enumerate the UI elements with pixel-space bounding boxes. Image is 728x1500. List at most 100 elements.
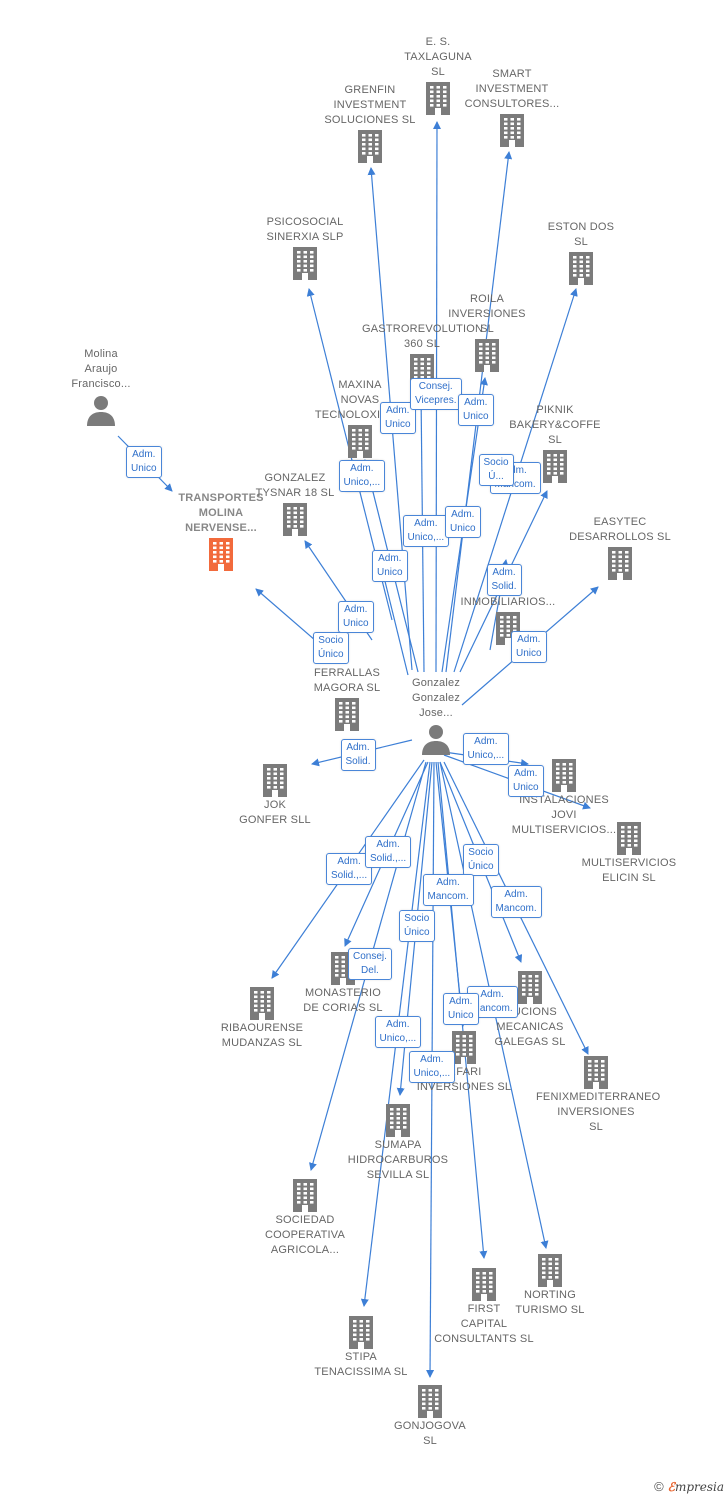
edge-label-jovi[interactable]: Adm. Unico,... bbox=[462, 733, 510, 765]
node-smart[interactable]: SMART INVESTMENT CONSULTORES... bbox=[452, 67, 572, 148]
node-jok[interactable]: JOK GONFER SLL bbox=[215, 762, 335, 828]
node-piknik[interactable]: PIKNIK BAKERY&COFFE SL bbox=[495, 403, 615, 484]
node-label: FERRALLAS MAGORA SL bbox=[313, 667, 381, 694]
empresia-credit[interactable]: ©ℰmpresia bbox=[654, 1479, 724, 1494]
node-label: ...FARI INVERSIONES SL bbox=[416, 1066, 512, 1093]
building-icon bbox=[345, 1314, 377, 1350]
edge-label-first[interactable]: Adm. Unico bbox=[443, 993, 479, 1025]
building-icon bbox=[279, 501, 311, 537]
node-label: SOCIEDAD COOPERATIVA AGRICOLA... bbox=[264, 1214, 346, 1256]
node-gonzalez[interactable]: Gonzalez Gonzalez Jose... bbox=[376, 676, 496, 757]
edge-label-fari[interactable]: Adm. Mancom. bbox=[422, 874, 474, 906]
node-label: ESTON DOS SL bbox=[547, 221, 615, 248]
node-psicosocial[interactable]: PSICOSOCIAL SINERXIA SLP bbox=[245, 215, 365, 281]
node-label: GRENFIN INVESTMENT SOLUCIONES SL bbox=[324, 84, 416, 126]
edge-label-piknik[interactable]: Adm. Unico bbox=[445, 506, 481, 538]
edge-label-smart[interactable]: Adm. Unico bbox=[458, 394, 494, 426]
node-tysnar[interactable]: GONZALEZ TYSNAR 18 SL bbox=[235, 471, 355, 537]
node-label: STIPA TENACISSIMA SL bbox=[314, 1351, 408, 1378]
empresia-logo-mark: ℰ bbox=[667, 1480, 675, 1494]
building-icon bbox=[471, 337, 503, 373]
edge-label-transportes[interactable]: Socio Único bbox=[313, 632, 349, 664]
node-easytec[interactable]: EASYTEC DESARROLLOS SL bbox=[560, 515, 680, 581]
edge-label-mecanicas[interactable]: Socio Único bbox=[463, 844, 499, 876]
edge-label-sociedad[interactable]: Consej. Del. bbox=[348, 948, 392, 980]
edge-label-tysnar[interactable]: Adm. Unico bbox=[338, 601, 374, 633]
node-transportes[interactable]: TRANSPORTES MOLINA NERVENSE... bbox=[161, 491, 281, 572]
node-norting[interactable]: NORTING TURISMO SL bbox=[490, 1252, 610, 1318]
building-icon bbox=[580, 1054, 612, 1090]
edge-label-roila[interactable]: Socio Ú... bbox=[478, 454, 514, 486]
node-taxlaguna[interactable]: E. S. TAXLAGUNA SL bbox=[378, 35, 498, 116]
building-icon bbox=[539, 448, 571, 484]
building-icon bbox=[422, 80, 454, 116]
node-label: Molina Araujo Francisco... bbox=[71, 348, 131, 390]
node-label: MULTISERVICIOS ELICIN SL bbox=[581, 857, 677, 884]
node-label: TRANSPORTES MOLINA NERVENSE... bbox=[178, 492, 264, 534]
node-sociedad[interactable]: SOCIEDAD COOPERATIVA AGRICOLA... bbox=[245, 1177, 365, 1258]
node-first[interactable]: FIRST CAPITAL CONSULTANTS SL bbox=[424, 1266, 544, 1347]
edge-label-gonjogova[interactable]: Adm. Unico,... bbox=[408, 1051, 456, 1083]
node-label: SMART INVESTMENT CONSULTORES... bbox=[464, 68, 560, 110]
building-icon bbox=[514, 969, 546, 1005]
node-label: Gonzalez Gonzalez Jose... bbox=[411, 677, 461, 719]
node-label: RIBAOURENSE MUDANZAS SL bbox=[220, 1022, 304, 1049]
node-label: FIRST CAPITAL CONSULTANTS SL bbox=[434, 1303, 534, 1345]
node-ferrallas[interactable]: FERRALLAS MAGORA SL bbox=[287, 666, 407, 732]
node-stipa[interactable]: STIPA TENACISSIMA SL bbox=[301, 1314, 421, 1380]
building-icon bbox=[613, 820, 645, 856]
edge-gonzalez-ferrallas bbox=[378, 564, 409, 676]
edge-label-easytec[interactable]: Adm. Unico bbox=[511, 631, 547, 663]
node-eston[interactable]: ESTON DOS SL bbox=[521, 220, 641, 286]
building-icon bbox=[565, 250, 597, 286]
edge-label-transportes[interactable]: Adm. Unico bbox=[126, 446, 162, 478]
building-icon bbox=[289, 245, 321, 281]
building-icon bbox=[548, 757, 580, 793]
building-icon bbox=[496, 112, 528, 148]
node-roila[interactable]: ROILA INVERSIONES SL bbox=[427, 292, 547, 373]
edge-label-ferrallas[interactable]: Adm. Unico bbox=[372, 550, 408, 582]
node-elicin[interactable]: MULTISERVICIOS ELICIN SL bbox=[569, 820, 689, 886]
node-label: NORTING TURISMO SL bbox=[515, 1289, 585, 1316]
edge-label-jok[interactable]: Adm. Solid. bbox=[340, 739, 376, 771]
node-molina[interactable]: Molina Araujo Francisco... bbox=[41, 347, 161, 428]
building-icon bbox=[354, 128, 386, 164]
node-label: INSTALACIONES JOVI MULTISERVICIOS... bbox=[511, 794, 617, 836]
building-icon bbox=[289, 1177, 321, 1213]
edge-label-stipa[interactable]: Adm. Unico,... bbox=[374, 1016, 422, 1048]
edge-label-fenix[interactable]: Adm. Mancom. bbox=[490, 886, 542, 918]
node-label: GONJOGOVA SL bbox=[394, 1420, 466, 1447]
node-fenix[interactable]: FENIXMEDITERRANEO INVERSIONES SL bbox=[536, 1054, 660, 1135]
edge-label-sumapa[interactable]: Socio Único bbox=[399, 910, 435, 942]
edge-label-psicosocial[interactable]: Adm. Unico bbox=[380, 402, 416, 434]
edge-label-inmobiliarios[interactable]: Adm. Solid. bbox=[486, 564, 522, 596]
node-grenfin[interactable]: GRENFIN INVESTMENT SOLUCIONES SL bbox=[310, 83, 430, 164]
node-label: PIKNIK BAKERY&COFFE SL bbox=[509, 404, 601, 446]
node-label: PSICOSOCIAL SINERXIA SLP bbox=[266, 216, 344, 243]
building-icon bbox=[344, 423, 376, 459]
person-icon bbox=[420, 721, 452, 757]
node-sumapa[interactable]: SUMAPA HIDROCARBUROS SEVILLA SL bbox=[338, 1102, 458, 1183]
building-icon bbox=[382, 1102, 414, 1138]
edge-label-gastro[interactable]: Adm. Unico,... bbox=[402, 515, 450, 547]
edge-label-ribaourense[interactable]: Adm. Solid.,... bbox=[326, 853, 373, 885]
building-icon bbox=[604, 545, 636, 581]
edge-label-monasterio[interactable]: Adm. Solid.,... bbox=[365, 836, 412, 868]
building-icon bbox=[448, 1029, 480, 1065]
building-icon bbox=[331, 696, 363, 732]
node-label: JOK GONFER SLL bbox=[239, 799, 311, 826]
empresia-logo-text: mpresia bbox=[674, 1480, 724, 1494]
person-icon bbox=[85, 392, 117, 428]
node-label: GONZALEZ TYSNAR 18 SL bbox=[255, 472, 335, 499]
edge-label-maxina[interactable]: Adm. Unico,... bbox=[338, 460, 386, 492]
node-ribaourense[interactable]: RIBAOURENSE MUDANZAS SL bbox=[202, 985, 322, 1051]
node-gonjogova[interactable]: GONJOGOVA SL bbox=[370, 1383, 490, 1449]
building-icon bbox=[259, 762, 291, 798]
edge-label-taxlaguna[interactable]: Consej. Vicepres. bbox=[410, 378, 462, 410]
building-icon bbox=[468, 1266, 500, 1302]
edge-label-elicin[interactable]: Adm. Unico bbox=[508, 765, 544, 797]
node-fari[interactable]: ...FARI INVERSIONES SL bbox=[404, 1029, 524, 1095]
node-label: E. S. TAXLAGUNA SL bbox=[404, 36, 472, 78]
node-jovi[interactable]: INSTALACIONES JOVI MULTISERVICIOS... bbox=[504, 757, 624, 838]
node-label: SUMAPA HIDROCARBUROS SEVILLA SL bbox=[347, 1139, 449, 1181]
